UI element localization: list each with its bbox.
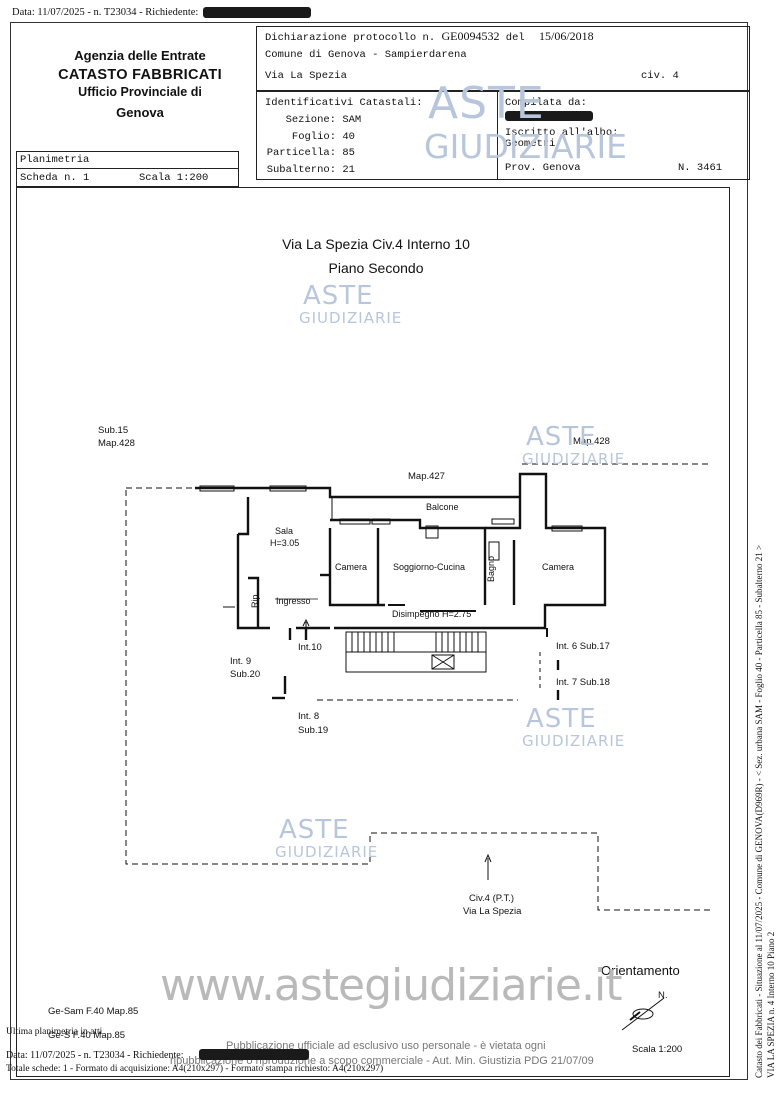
watermark-giudiziarie-1: GIUDIZIARIE bbox=[299, 309, 403, 327]
footer-totale: Totale schede: 1 - Formato di acquisizio… bbox=[6, 1064, 384, 1074]
room-ingresso: Ingresso bbox=[276, 596, 311, 606]
watermark-aste-4: ASTE bbox=[279, 815, 350, 845]
north-label: N. bbox=[658, 990, 668, 1001]
plan-subtitle: Piano Secondo bbox=[328, 260, 424, 276]
drawing-frame bbox=[16, 187, 730, 1077]
planimetria-label: Planimetria bbox=[20, 154, 90, 166]
compilata-albo: Geometri bbox=[505, 138, 556, 150]
outer-frame bbox=[10, 22, 748, 1080]
label-map428-left: Map.428 bbox=[98, 438, 135, 449]
label-sub19: Sub.19 bbox=[298, 725, 329, 736]
room-sala: Sala bbox=[275, 526, 294, 536]
redacted-footer-requester bbox=[199, 1049, 309, 1060]
label-sub20: Sub.20 bbox=[230, 669, 261, 680]
north-compass bbox=[621, 997, 665, 1031]
label-map428-right: Map.428 bbox=[573, 436, 610, 447]
agency-catasto: CATASTO FABBRICATI bbox=[58, 67, 222, 83]
planimetria-scala: Scala 1:200 bbox=[139, 172, 209, 184]
declaration-via: Via La Spezia bbox=[265, 70, 347, 82]
id-row-subalterno: Subalterno: 21 bbox=[266, 163, 355, 176]
plan-title: Via La Spezia Civ.4 Interno 10 bbox=[282, 236, 470, 252]
redacted-requester bbox=[203, 7, 311, 18]
watermark-giudiziarie-3: GIUDIZIARIE bbox=[522, 732, 626, 750]
footer-ultima: Ultima planimetria in atti bbox=[6, 1027, 103, 1037]
planimetria-scheda: Scheda n. 1 bbox=[20, 172, 90, 184]
declaration-protocol: Dichiarazione protocollo n. GE0094532 de… bbox=[265, 29, 594, 44]
room-balcone: Balcone bbox=[426, 502, 459, 512]
declaration-box bbox=[256, 26, 750, 92]
room-camera-2: Camera bbox=[542, 562, 575, 572]
side-text-1: Catasto dei Fabbricati - Situazione al 1… bbox=[754, 544, 764, 1078]
label-scala-bottom: Scala 1:200 bbox=[632, 1044, 683, 1055]
label-map427: Map.427 bbox=[408, 471, 445, 482]
agency-block: Agenzia delle Entrate CATASTO FABBRICATI… bbox=[40, 48, 240, 120]
compilata-numero: N. 3461 bbox=[678, 162, 723, 174]
watermark-giudiziarie-4: GIUDIZIARIE bbox=[275, 843, 379, 861]
watermark-giudiziarie-2: GIUDIZIARIE bbox=[522, 450, 626, 468]
orientamento-label: Orientamento bbox=[601, 963, 680, 978]
room-disimpegno: Disimpegno H=2.75 bbox=[392, 609, 472, 619]
top-header-line: Data: 11/07/2025 - n. T23034 - Richieden… bbox=[12, 7, 199, 18]
room-soggiorno-cucina: Soggiorno-Cucina bbox=[393, 562, 466, 572]
watermark-aste-3: ASTE bbox=[526, 704, 597, 734]
agency-office: Ufficio Provinciale di bbox=[78, 85, 202, 99]
label-via-la-spezia: Via La Spezia bbox=[463, 906, 522, 917]
room-camera-1: Camera bbox=[335, 562, 368, 572]
declaration-civ: civ. 4 bbox=[641, 70, 679, 82]
agency-city: Genova bbox=[116, 105, 164, 120]
watermark-giudiziarie-header: GIUDIZIARIE bbox=[424, 127, 628, 166]
id-row-sezione: Sezione: SAM bbox=[285, 114, 362, 126]
watermark-aste-2: ASTE bbox=[526, 422, 597, 452]
identificativi-divider bbox=[497, 90, 498, 179]
identificativi-box bbox=[256, 90, 750, 180]
watermark-aste-1: ASTE bbox=[303, 281, 374, 311]
label-int7-sub18: Int. 7 Sub.18 bbox=[556, 677, 610, 688]
room-ripostiglio: Rip. bbox=[250, 591, 260, 608]
label-int6-sub17: Int. 6 Sub.17 bbox=[556, 641, 610, 652]
declaration-comune: Comune di Genova - Sampierdarena bbox=[265, 49, 467, 61]
label-gesam-2: Ge-S F.40 Map.85 bbox=[48, 1030, 126, 1041]
id-row-foglio: Foglio: 40 bbox=[291, 130, 355, 143]
side-text-2: VIA LA SPEZIA n. 4 Interno 10 Piano 2 bbox=[766, 931, 776, 1078]
footer-data: Data: 11/07/2025 - n. T23034 - Richieden… bbox=[6, 1050, 184, 1061]
label-sub15: Sub.15 bbox=[98, 425, 129, 436]
room-sala-height: H=3.05 bbox=[270, 538, 300, 548]
compilata-prov: Prov. Genova bbox=[505, 162, 581, 174]
watermark-aste-header: ASTE bbox=[428, 78, 545, 129]
compilata-label: Compilata da: bbox=[505, 97, 587, 109]
label-int10: Int.10 bbox=[298, 642, 322, 653]
identificativi-title: Identificativi Catastali: bbox=[265, 97, 423, 109]
label-int9: Int. 9 bbox=[230, 656, 252, 667]
redacted-compiler bbox=[505, 111, 593, 121]
label-civ4: Civ.4 (P.T.) bbox=[469, 893, 515, 904]
label-int8: Int. 8 bbox=[298, 711, 320, 722]
compilata-iscritto: Iscritto all'albo: bbox=[505, 127, 619, 139]
identificativi-rows: Sezione: SAM Foglio: 40 Particella: 85 S… bbox=[258, 112, 362, 178]
label-gesam-1: Ge-Sam F.40 Map.85 bbox=[48, 1006, 139, 1017]
planimetria-box bbox=[16, 151, 239, 187]
room-bagno: Bagno bbox=[486, 555, 496, 582]
watermark-site: www.astegiudiziarie.it bbox=[160, 960, 622, 1011]
agency-name: Agenzia delle Entrate bbox=[74, 48, 206, 63]
id-row-particella: Particella: 85 bbox=[266, 147, 355, 159]
planimetria-divider bbox=[16, 168, 238, 169]
